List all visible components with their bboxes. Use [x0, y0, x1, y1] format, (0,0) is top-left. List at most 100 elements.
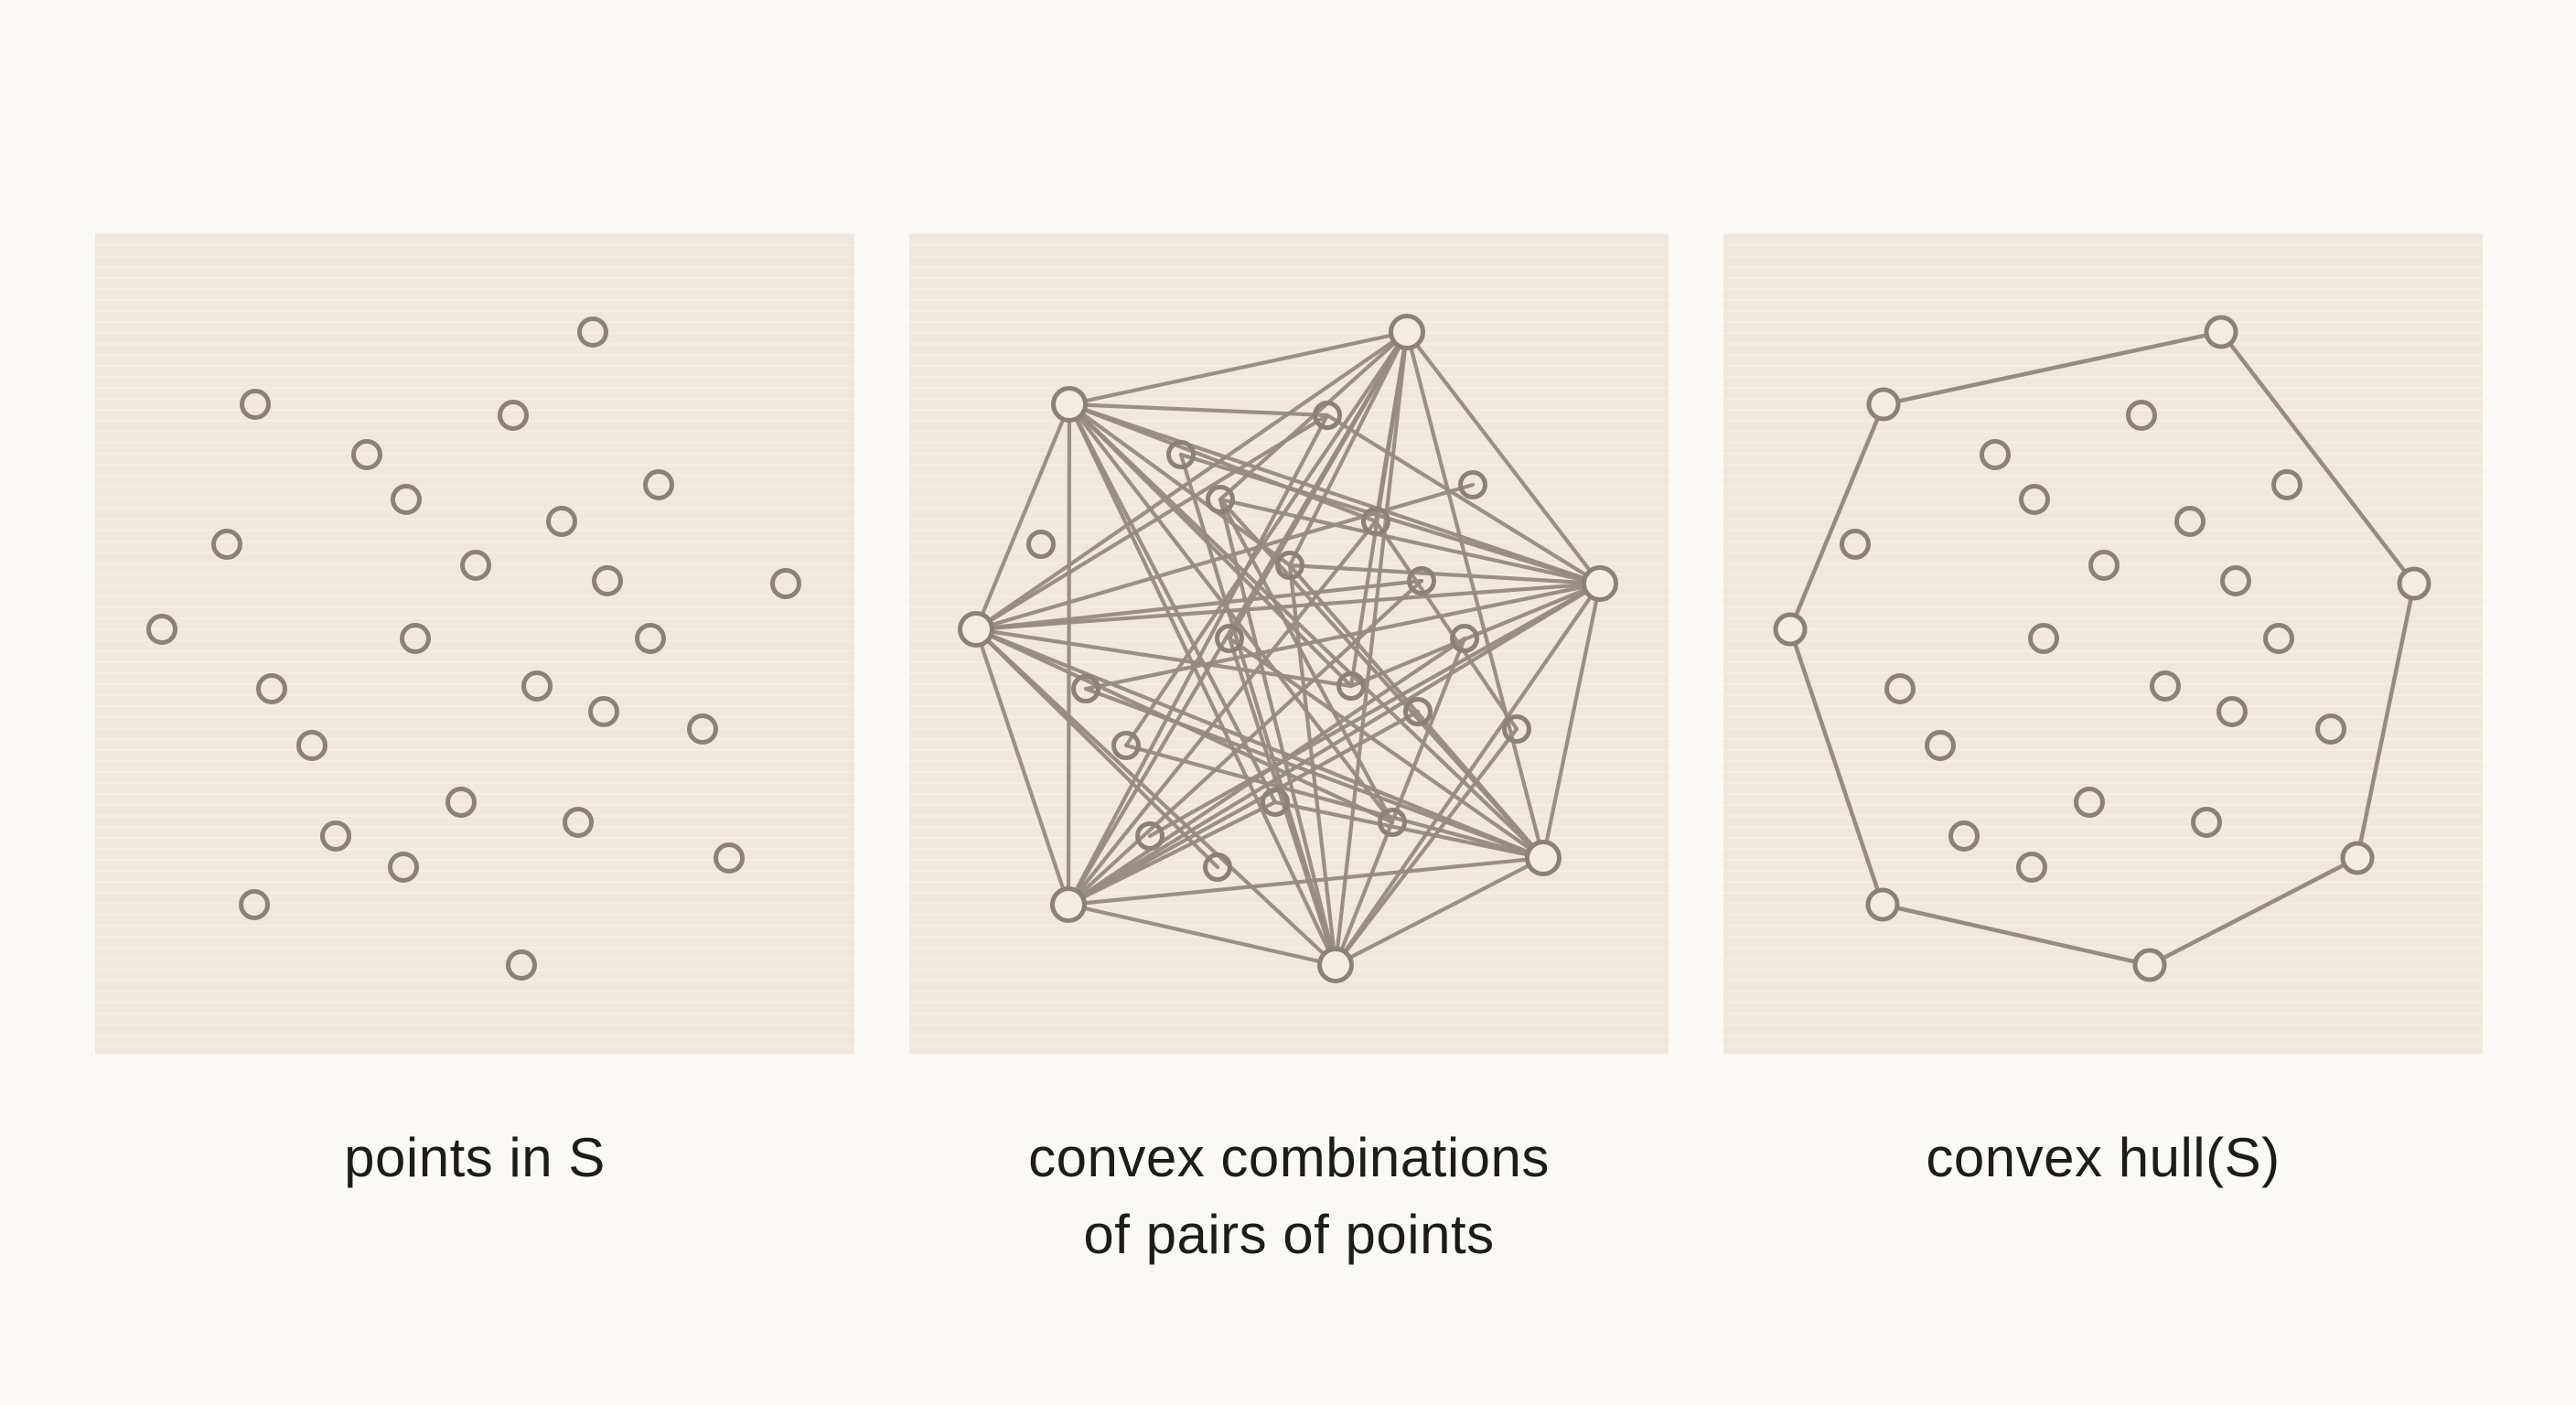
caption-line: of pairs of points	[1083, 1204, 1495, 1265]
segment-line	[1066, 799, 1278, 907]
segment-line	[1066, 709, 1421, 907]
hull-vertex-point	[1389, 314, 1425, 350]
point-marker	[351, 439, 382, 470]
hull-vertex-point	[2397, 566, 2431, 601]
hull-vertex-point	[240, 389, 271, 420]
segment-line	[1325, 413, 1603, 586]
point-marker	[2088, 550, 2120, 581]
hull-vertex-point	[2204, 315, 2238, 349]
point-marker	[1135, 821, 1165, 851]
segment-line	[1218, 497, 1395, 825]
hull-vertex-point	[1051, 386, 1088, 423]
segment-line	[1404, 329, 1546, 861]
point-marker	[2028, 623, 2059, 654]
point-marker	[1407, 566, 1436, 595]
point-marker	[320, 820, 351, 852]
point-marker	[1336, 671, 1366, 701]
segment-line	[1218, 497, 1338, 968]
convex-hull-graphic	[1773, 315, 2431, 982]
point-marker	[1458, 470, 1487, 499]
point-marker	[1980, 439, 2011, 470]
segment-line	[1287, 563, 1338, 968]
hull-vertex-point	[1773, 612, 1808, 647]
segment-line	[1066, 902, 1338, 968]
point-marker	[2216, 696, 2248, 727]
caption-convex-combinations: convex combinations of pairs of points	[1028, 1120, 1550, 1273]
point-marker	[1275, 551, 1304, 580]
segment-line	[1123, 329, 1410, 748]
point-marker	[2150, 670, 2181, 702]
segment-line	[1066, 855, 1546, 907]
point-marker	[1026, 530, 1056, 559]
segment-line	[1067, 402, 1379, 524]
segment-line	[1218, 497, 1603, 586]
point-marker	[1203, 853, 1232, 882]
point-marker	[687, 713, 718, 745]
point-marker	[391, 484, 422, 515]
segment-line	[1333, 726, 1519, 968]
segment-line	[1227, 636, 1546, 861]
point-marker	[1166, 440, 1196, 469]
panel-convex-combinations	[909, 233, 1669, 1054]
point-marker	[1361, 507, 1390, 536]
point-marker	[592, 565, 623, 596]
segment-line	[1227, 329, 1410, 641]
segment-line	[1067, 402, 1330, 418]
segment-line	[1067, 402, 1603, 586]
segment-line	[1123, 743, 1546, 861]
segment-line	[1067, 402, 1338, 968]
hull-outline	[1787, 329, 2417, 968]
point-marker	[2174, 506, 2206, 537]
point-marker	[2019, 484, 2050, 515]
caption-points-in-s: points in S	[344, 1120, 606, 1196]
segment-line	[1066, 636, 1467, 907]
segment-line	[1333, 329, 1410, 968]
segment-line	[973, 627, 1071, 907]
point-marker	[1884, 673, 1916, 704]
panel-points-in-s	[95, 233, 854, 1054]
hull-vertex-point	[239, 889, 270, 920]
segment-line	[1066, 402, 1072, 907]
point-marker	[211, 529, 242, 560]
hull-vertex-point	[146, 614, 177, 645]
panel-convex-hull	[1723, 233, 2483, 1054]
point-marker	[296, 730, 327, 761]
hull-vertex-point	[577, 316, 608, 348]
segment-line	[1066, 578, 1424, 907]
segment-line	[1227, 636, 1338, 968]
point-marker	[1215, 624, 1244, 653]
segment-line	[1333, 855, 1546, 968]
segment-line	[973, 482, 1476, 632]
segment-line	[1147, 581, 1603, 839]
hull-vertex-point	[1866, 387, 1901, 422]
hull-vertex-point	[2340, 841, 2375, 875]
point-marker	[2126, 400, 2157, 431]
point-marker	[400, 623, 431, 654]
segment-line	[1333, 636, 1467, 968]
segment-line	[1287, 563, 1603, 586]
point-marker	[388, 852, 419, 883]
hull-vertex-point	[1050, 886, 1087, 923]
hull-vertex-point	[506, 949, 537, 981]
point-marker	[460, 550, 491, 581]
point-marker	[1840, 529, 1871, 560]
segment-line	[1373, 519, 1519, 732]
point-marker	[1111, 731, 1141, 760]
point-marker	[588, 696, 619, 727]
segment-line	[973, 413, 1330, 632]
point-marker	[563, 807, 594, 838]
point-marker	[521, 670, 553, 702]
hull-vertex-point	[714, 842, 745, 874]
hull-vertex-point	[1525, 840, 1562, 876]
hull-vertex-point	[1865, 887, 1900, 922]
segment-line	[1404, 329, 1603, 586]
segment-line	[973, 329, 1410, 632]
panels-row: points in S convex combinations of pairs…	[95, 233, 2483, 1273]
point-marker	[445, 787, 477, 818]
point-marker	[256, 673, 287, 704]
point-marker	[1206, 485, 1235, 514]
figure-points-in-s: points in S	[95, 233, 854, 1273]
point-marker	[1261, 788, 1290, 817]
point-marker	[2263, 623, 2294, 654]
